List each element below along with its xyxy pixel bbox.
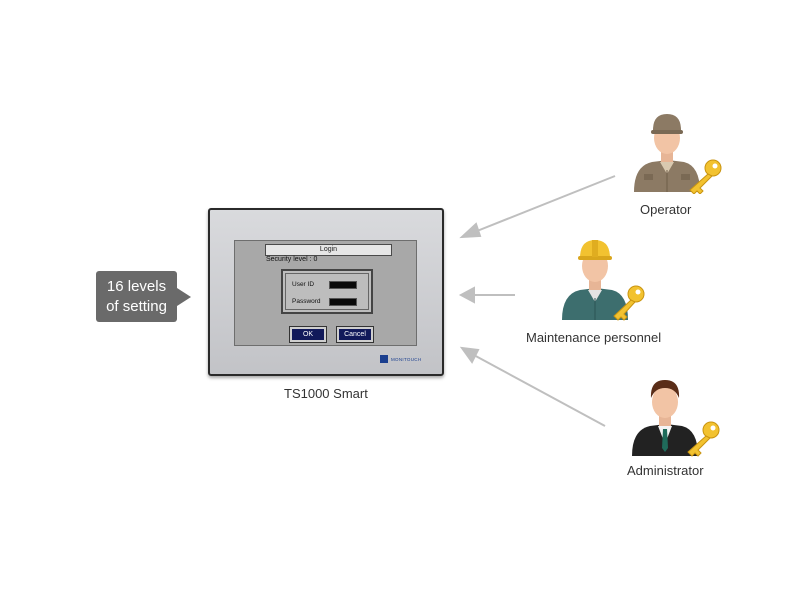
- callout-line-1: 16 levels: [106, 277, 167, 295]
- arrow-from-administrator: [459, 346, 606, 427]
- maintenance-personnel-icon: [560, 236, 652, 322]
- credentials-inner: [285, 273, 369, 310]
- operator-key-icon: [689, 159, 722, 194]
- hmi-device: Login Security level : 0 User ID Passwor…: [208, 208, 444, 376]
- operator-icon: [630, 110, 722, 194]
- device-screen: Login Security level : 0 User ID Passwor…: [234, 240, 417, 346]
- user-id-label: User ID: [292, 281, 315, 288]
- brand-text: MONITOUCH: [391, 356, 422, 362]
- arrow-from-operator: [459, 175, 616, 239]
- brand-logo: MONITOUCH: [380, 355, 421, 363]
- administrator-icon: [628, 374, 720, 458]
- maintenance-personnel-label: Maintenance personnel: [526, 330, 662, 345]
- password-field[interactable]: [329, 298, 357, 306]
- callout-line-2: of setting: [106, 297, 167, 315]
- security-level: Security level : 0: [266, 256, 318, 263]
- arrow-from-maintenance: [458, 286, 515, 304]
- user-id-field[interactable]: [329, 281, 357, 289]
- brand-mark-icon: [380, 355, 388, 363]
- login-title: Login: [265, 244, 392, 256]
- ok-button[interactable]: OK: [289, 326, 327, 343]
- cancel-button[interactable]: Cancel: [336, 326, 374, 343]
- levels-callout: 16 levels of setting: [96, 271, 177, 322]
- callout-pointer: [177, 288, 191, 306]
- password-label: Password: [292, 298, 321, 305]
- operator-label: Operator: [640, 202, 692, 217]
- maintenance-key-icon: [613, 285, 645, 321]
- device-caption: TS1000 Smart: [284, 386, 368, 401]
- credentials-panel: User ID Password: [281, 269, 373, 314]
- administrator-key-icon: [687, 421, 720, 457]
- administrator-label: Administrator: [627, 463, 704, 478]
